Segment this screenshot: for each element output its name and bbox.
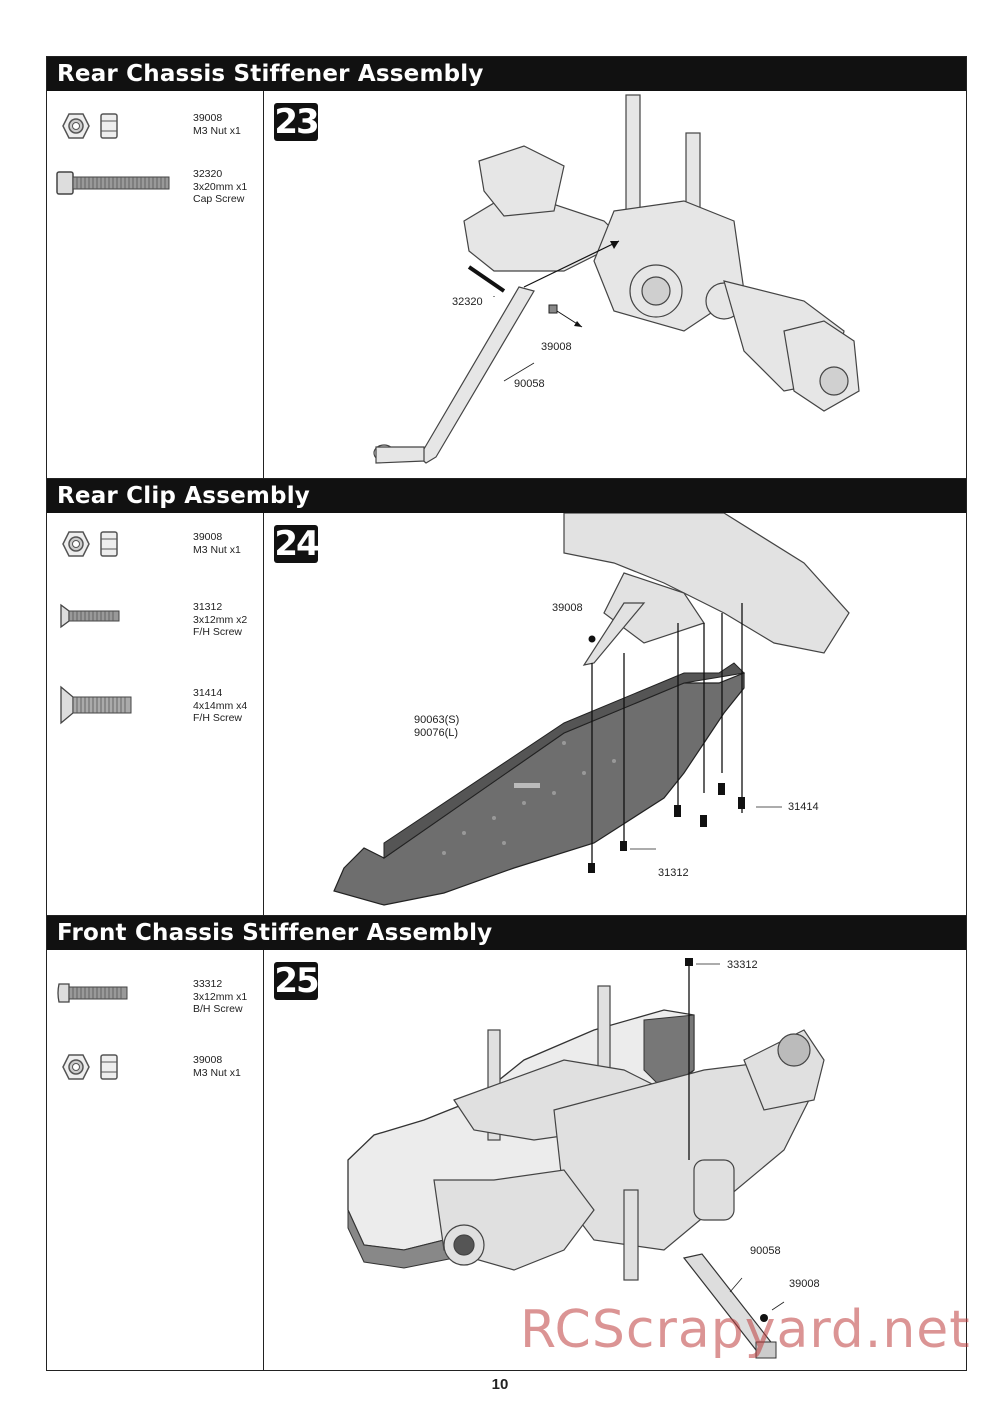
part-type: F/H Screw (193, 712, 243, 724)
callout-label: 39008 (552, 602, 583, 614)
part-size: 3x20mm x1 (193, 180, 248, 193)
part-size: 3x12mm x1 (193, 990, 248, 1003)
callout-label: 39008 (541, 341, 572, 353)
part-size: 3x12mm x2 (193, 613, 248, 626)
hex-nut-icon (62, 1054, 118, 1080)
part-size: M3 Nut x1 (193, 124, 241, 137)
part-size: M3 Nut x1 (193, 1066, 241, 1079)
page-number: 10 (491, 1376, 509, 1393)
front-chassis-drawing (347, 958, 825, 1359)
part-code: 31414 (193, 687, 223, 699)
part-code: 32320 (193, 168, 223, 180)
step-number-badge: 23 (274, 102, 320, 142)
part-code: 31312 (193, 601, 223, 613)
button-head-screw-icon (57, 983, 128, 1003)
rear-clip-drawing (333, 513, 850, 906)
section-title: Rear Chassis Stiffener Assembly (47, 57, 966, 91)
step-number-badge: 25 (274, 961, 320, 1001)
cap-screw-icon (56, 171, 170, 195)
callout-label: 90076(L) (414, 727, 459, 739)
callout-label: 39008 (789, 1278, 820, 1290)
part-code: 39008 (193, 1054, 223, 1066)
parts-list: 33312 3x12mm x1 B/H Screw 39008 M3 Nut x… (47, 950, 264, 1370)
watermark: RCScrapyard.net (520, 1300, 971, 1360)
part-type: Cap Screw (193, 193, 245, 205)
hex-nut-icon (62, 113, 118, 139)
part-code: 33312 (193, 978, 223, 990)
step-number-badge: 24 (274, 524, 320, 564)
hex-nut-icon (62, 531, 118, 557)
section-title: Rear Clip Assembly (47, 479, 966, 513)
section-front-chassis-stiffener: Front Chassis Stiffener Assembly 33312 3… (46, 915, 967, 1371)
flat-head-screw-icon (60, 685, 132, 725)
part-code: 39008 (193, 112, 223, 124)
assembly-diagram: 32320 39008 90058 (264, 91, 966, 478)
callout-label: 33312 (727, 959, 758, 971)
callout-label: 32320 (452, 296, 483, 308)
parts-list: 39008 M3 Nut x1 31312 3x12mm x2 F/H Scre… (47, 513, 264, 915)
part-size: M3 Nut x1 (193, 543, 241, 556)
callout-label: 90063(S) (414, 714, 460, 726)
section-rear-clip: Rear Clip Assembly 39008 M3 Nut x1 (46, 478, 967, 916)
part-code: 39008 (193, 531, 223, 543)
callout-label: 90058 (750, 1245, 781, 1257)
part-type: B/H Screw (193, 1003, 243, 1015)
callout-label: 31312 (658, 867, 689, 879)
rear-chassis-drawing (373, 94, 860, 464)
part-type: F/H Screw (193, 626, 243, 638)
assembly-diagram: 33312 90058 39008 (264, 950, 966, 1370)
callout-label: 90058 (514, 378, 545, 390)
part-size: 4x14mm x4 (193, 699, 248, 712)
parts-list: 39008 M3 Nut x1 32320 (47, 91, 264, 478)
section-rear-chassis-stiffener: Rear Chassis Stiffener Assembly 39008 M3… (46, 56, 967, 479)
flat-head-screw-icon (60, 603, 120, 629)
section-title: Front Chassis Stiffener Assembly (47, 916, 966, 950)
callout-label: 31414 (788, 801, 819, 813)
assembly-diagram: 39008 90063(S) 90076(L) 31414 31312 (264, 513, 966, 915)
